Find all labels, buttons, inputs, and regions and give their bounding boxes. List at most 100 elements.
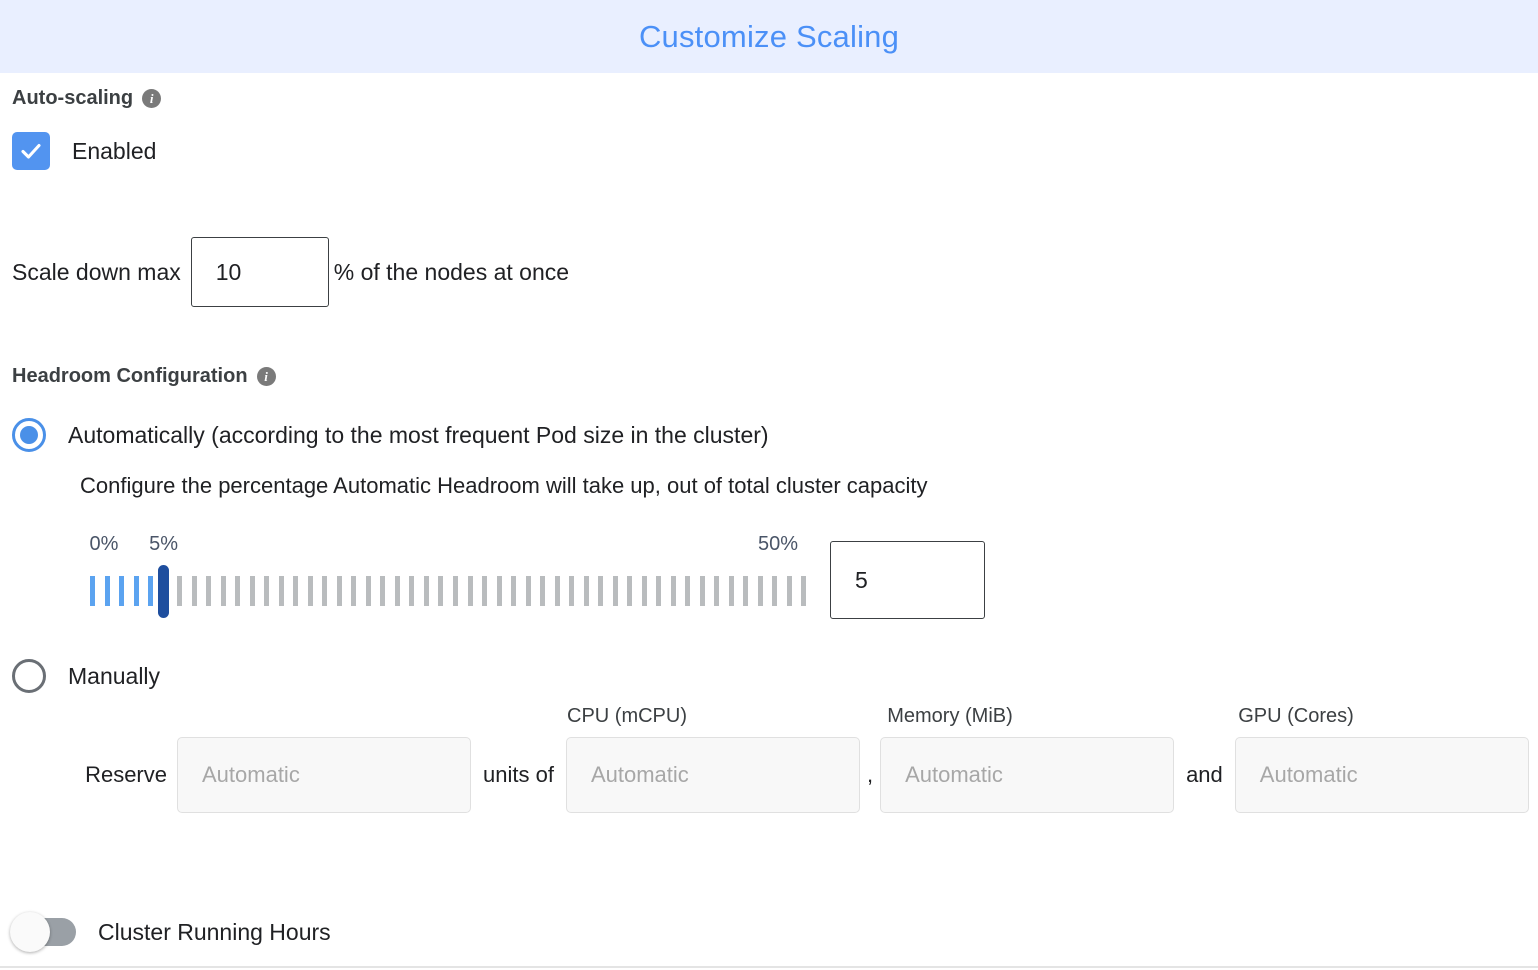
slider-tick [394,576,400,606]
headroom-heading: Headroom Configuration i [12,365,1538,388]
slider-tick [772,576,778,606]
headroom-section: Headroom Configuration i Automatically (… [0,365,1538,835]
enabled-label: Enabled [72,137,157,164]
bottom-divider [0,966,1538,968]
gpu-placeholder: Automatic [1259,762,1358,787]
slider-tick [365,576,371,606]
radio-automatic-label: Automatically (according to the most fre… [68,421,769,448]
slider-tick [278,576,284,606]
auto-scaling-enabled-row: Enabled [12,132,1538,170]
memory-field-header: Memory (MiB) [887,705,1013,727]
units-of-label: units of [483,762,554,787]
slider-tick [525,576,531,606]
and-label: and [1186,762,1223,787]
slider-tick [438,576,444,606]
slider-tick [554,576,560,606]
slider-tick [453,576,458,606]
slider-tick [540,576,546,606]
cluster-running-hours-label: Cluster Running Hours [98,918,331,945]
slider-tick [119,576,125,606]
slider-tick [656,576,662,606]
slider-tick [206,576,212,606]
info-icon[interactable]: i [256,367,276,386]
slider-tick [511,576,517,606]
slider-tick [743,576,749,606]
slider-tick [322,576,328,606]
checkmark-icon [21,143,41,159]
slider-tick [293,576,299,606]
scale-down-max-value: 10 [215,258,242,285]
scale-down-max-row: Scale down max 10 % of the nodes at once [12,237,1538,307]
slider-current-label: 5% [149,533,179,555]
auto-scaling-heading: Auto-scaling i [12,87,1538,110]
headroom-label: Headroom Configuration [12,365,248,387]
slider-tick [467,576,473,606]
slider-tick [757,576,763,606]
slider-max-label: 50% [757,533,799,555]
reserve-label: Reserve [85,762,167,787]
manual-reserve-block: CPU (mCPU) Memory (MiB) GPU (Cores) Rese… [12,705,1538,835]
slider-tick [496,576,502,606]
slider-tick [148,576,154,606]
slider-tick [612,576,618,606]
cpu-input[interactable]: Automatic [565,737,860,813]
slider-tick [249,576,255,606]
headroom-percentage-input[interactable]: 5 [830,541,985,619]
slider-tick [699,576,705,606]
slider-tick [641,576,647,606]
slider-tick [670,576,676,606]
headroom-automatic-row: Automatically (according to the most fre… [12,418,1538,452]
slider-tick [482,576,488,606]
scale-down-max-input[interactable]: 10 [190,237,329,307]
slider-tick [307,576,313,606]
headroom-manual-row: Manually [12,659,1538,693]
slider-tick [728,576,734,606]
headroom-percentage-slider-area: 0% 5% 50% 5 [12,533,1538,629]
cluster-running-hours-toggle[interactable] [10,912,76,952]
slider-thumb[interactable] [157,565,169,618]
slider-tick [104,576,110,606]
memory-placeholder: Automatic [905,762,1003,787]
slider-tick-labels: 0% 5% 50% [12,533,1538,559]
slider-tick [220,576,226,606]
scale-down-max-suffix: % of the nodes at once [333,258,570,285]
slider-tick [801,576,807,606]
reserve-inputs-row: Reserve Automatic units of Automatic , A… [12,737,1538,813]
cpu-placeholder: Automatic [590,762,689,787]
slider-tick [714,576,720,606]
slider-tick [423,576,429,606]
slider-tick [133,576,139,606]
slider-tick [351,576,357,606]
slider-tick [90,576,95,606]
reserve-units-placeholder: Automatic [202,762,300,787]
slider-tick [627,576,633,606]
headroom-automatic-description: Configure the percentage Automatic Headr… [80,473,928,498]
auto-scaling-label: Auto-scaling [12,87,134,109]
slider-tick [685,576,691,606]
slider-tick [786,576,792,606]
enabled-checkbox[interactable] [12,132,50,170]
scale-down-max-label: Scale down max [12,258,181,285]
radio-automatic[interactable] [12,418,46,452]
slider-tick [569,576,575,606]
slider-tick [191,576,197,606]
radio-manually[interactable] [12,659,46,693]
memory-input[interactable]: Automatic [880,737,1175,813]
headroom-slider[interactable] [90,565,816,618]
page-title: Customize Scaling [638,18,900,54]
info-icon[interactable]: i [142,89,162,108]
reserve-units-input[interactable]: Automatic [177,737,471,813]
slider-tick [583,576,589,606]
cpu-field-header: CPU (mCPU) [567,705,687,727]
toggle-knob [10,912,50,952]
slider-tick [409,576,415,606]
auto-scaling-section: Auto-scaling i Enabled Scale down max 10… [0,73,1538,307]
slider-tick [380,576,386,606]
slider-tick [235,576,241,606]
slider-tick [177,576,183,606]
gpu-field-header: GPU (Cores) [1238,705,1354,727]
slider-tick [598,576,604,606]
slider-min-label: 0% [89,533,119,555]
gpu-input[interactable]: Automatic [1234,737,1529,813]
radio-manually-label: Manually [68,662,161,689]
